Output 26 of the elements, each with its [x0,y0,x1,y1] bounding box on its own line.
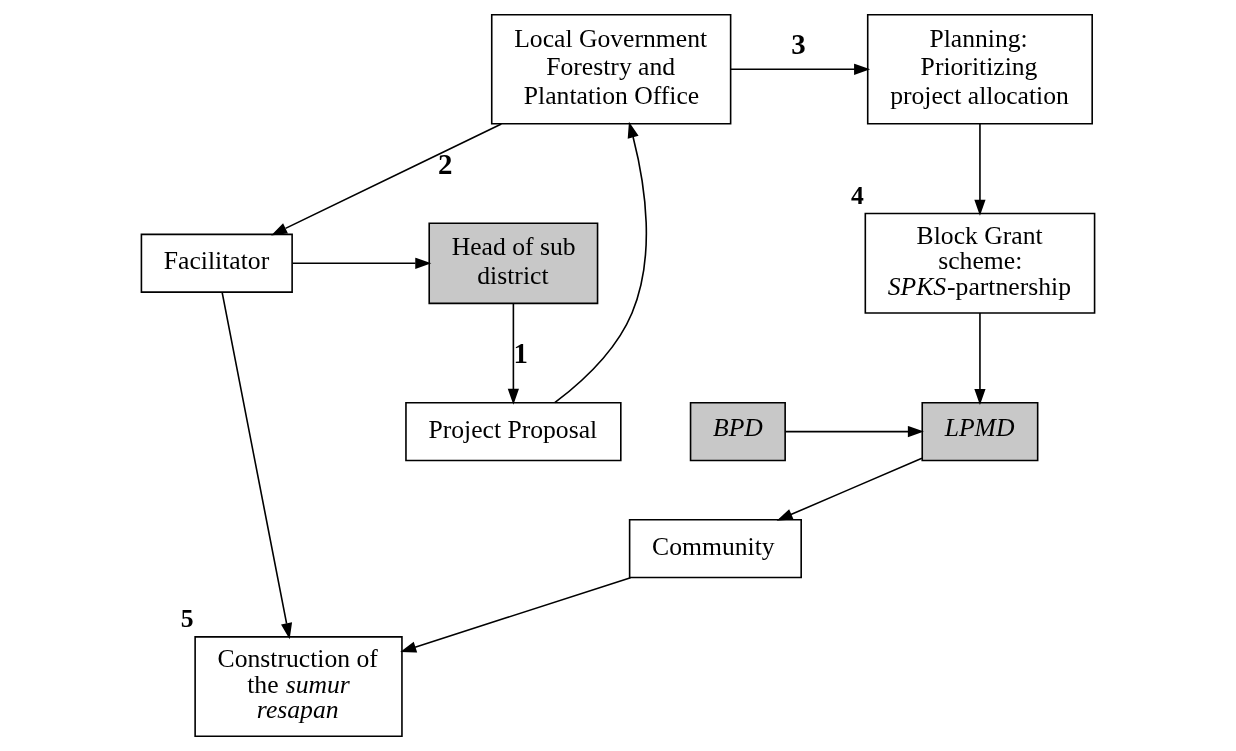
edge-label: 2 [438,148,453,181]
node-box: Head of sub district [428,222,599,305]
node-box: Local Government Forestry and Plantation Office [490,13,732,125]
node-label: 5 [180,603,194,633]
arrow [507,302,519,405]
node-box: Block Grant scheme: SPKS-partnership [864,212,1096,314]
arrow [221,291,293,640]
arrow [271,123,503,236]
node-box: BPD [689,401,786,462]
arrow [553,121,648,404]
node-label: 4 [850,180,864,210]
arrow [400,576,632,653]
arrow [291,257,432,269]
arrow [730,63,871,75]
edge-label: 1 [513,337,528,370]
node-box: Project Proposal [405,401,622,462]
arrow [784,426,924,438]
edge-label: 3 [791,27,806,60]
arrow [776,457,923,521]
node-box: LPMD [921,401,1039,462]
node-box: Facilitator [140,233,293,293]
arrow [974,123,986,216]
node-box: Community [628,519,802,579]
node-box: Construction of the sumur resapan [194,636,403,738]
arrow [974,312,986,406]
node-box: Planning: Prioritizing project allocation [866,13,1093,125]
